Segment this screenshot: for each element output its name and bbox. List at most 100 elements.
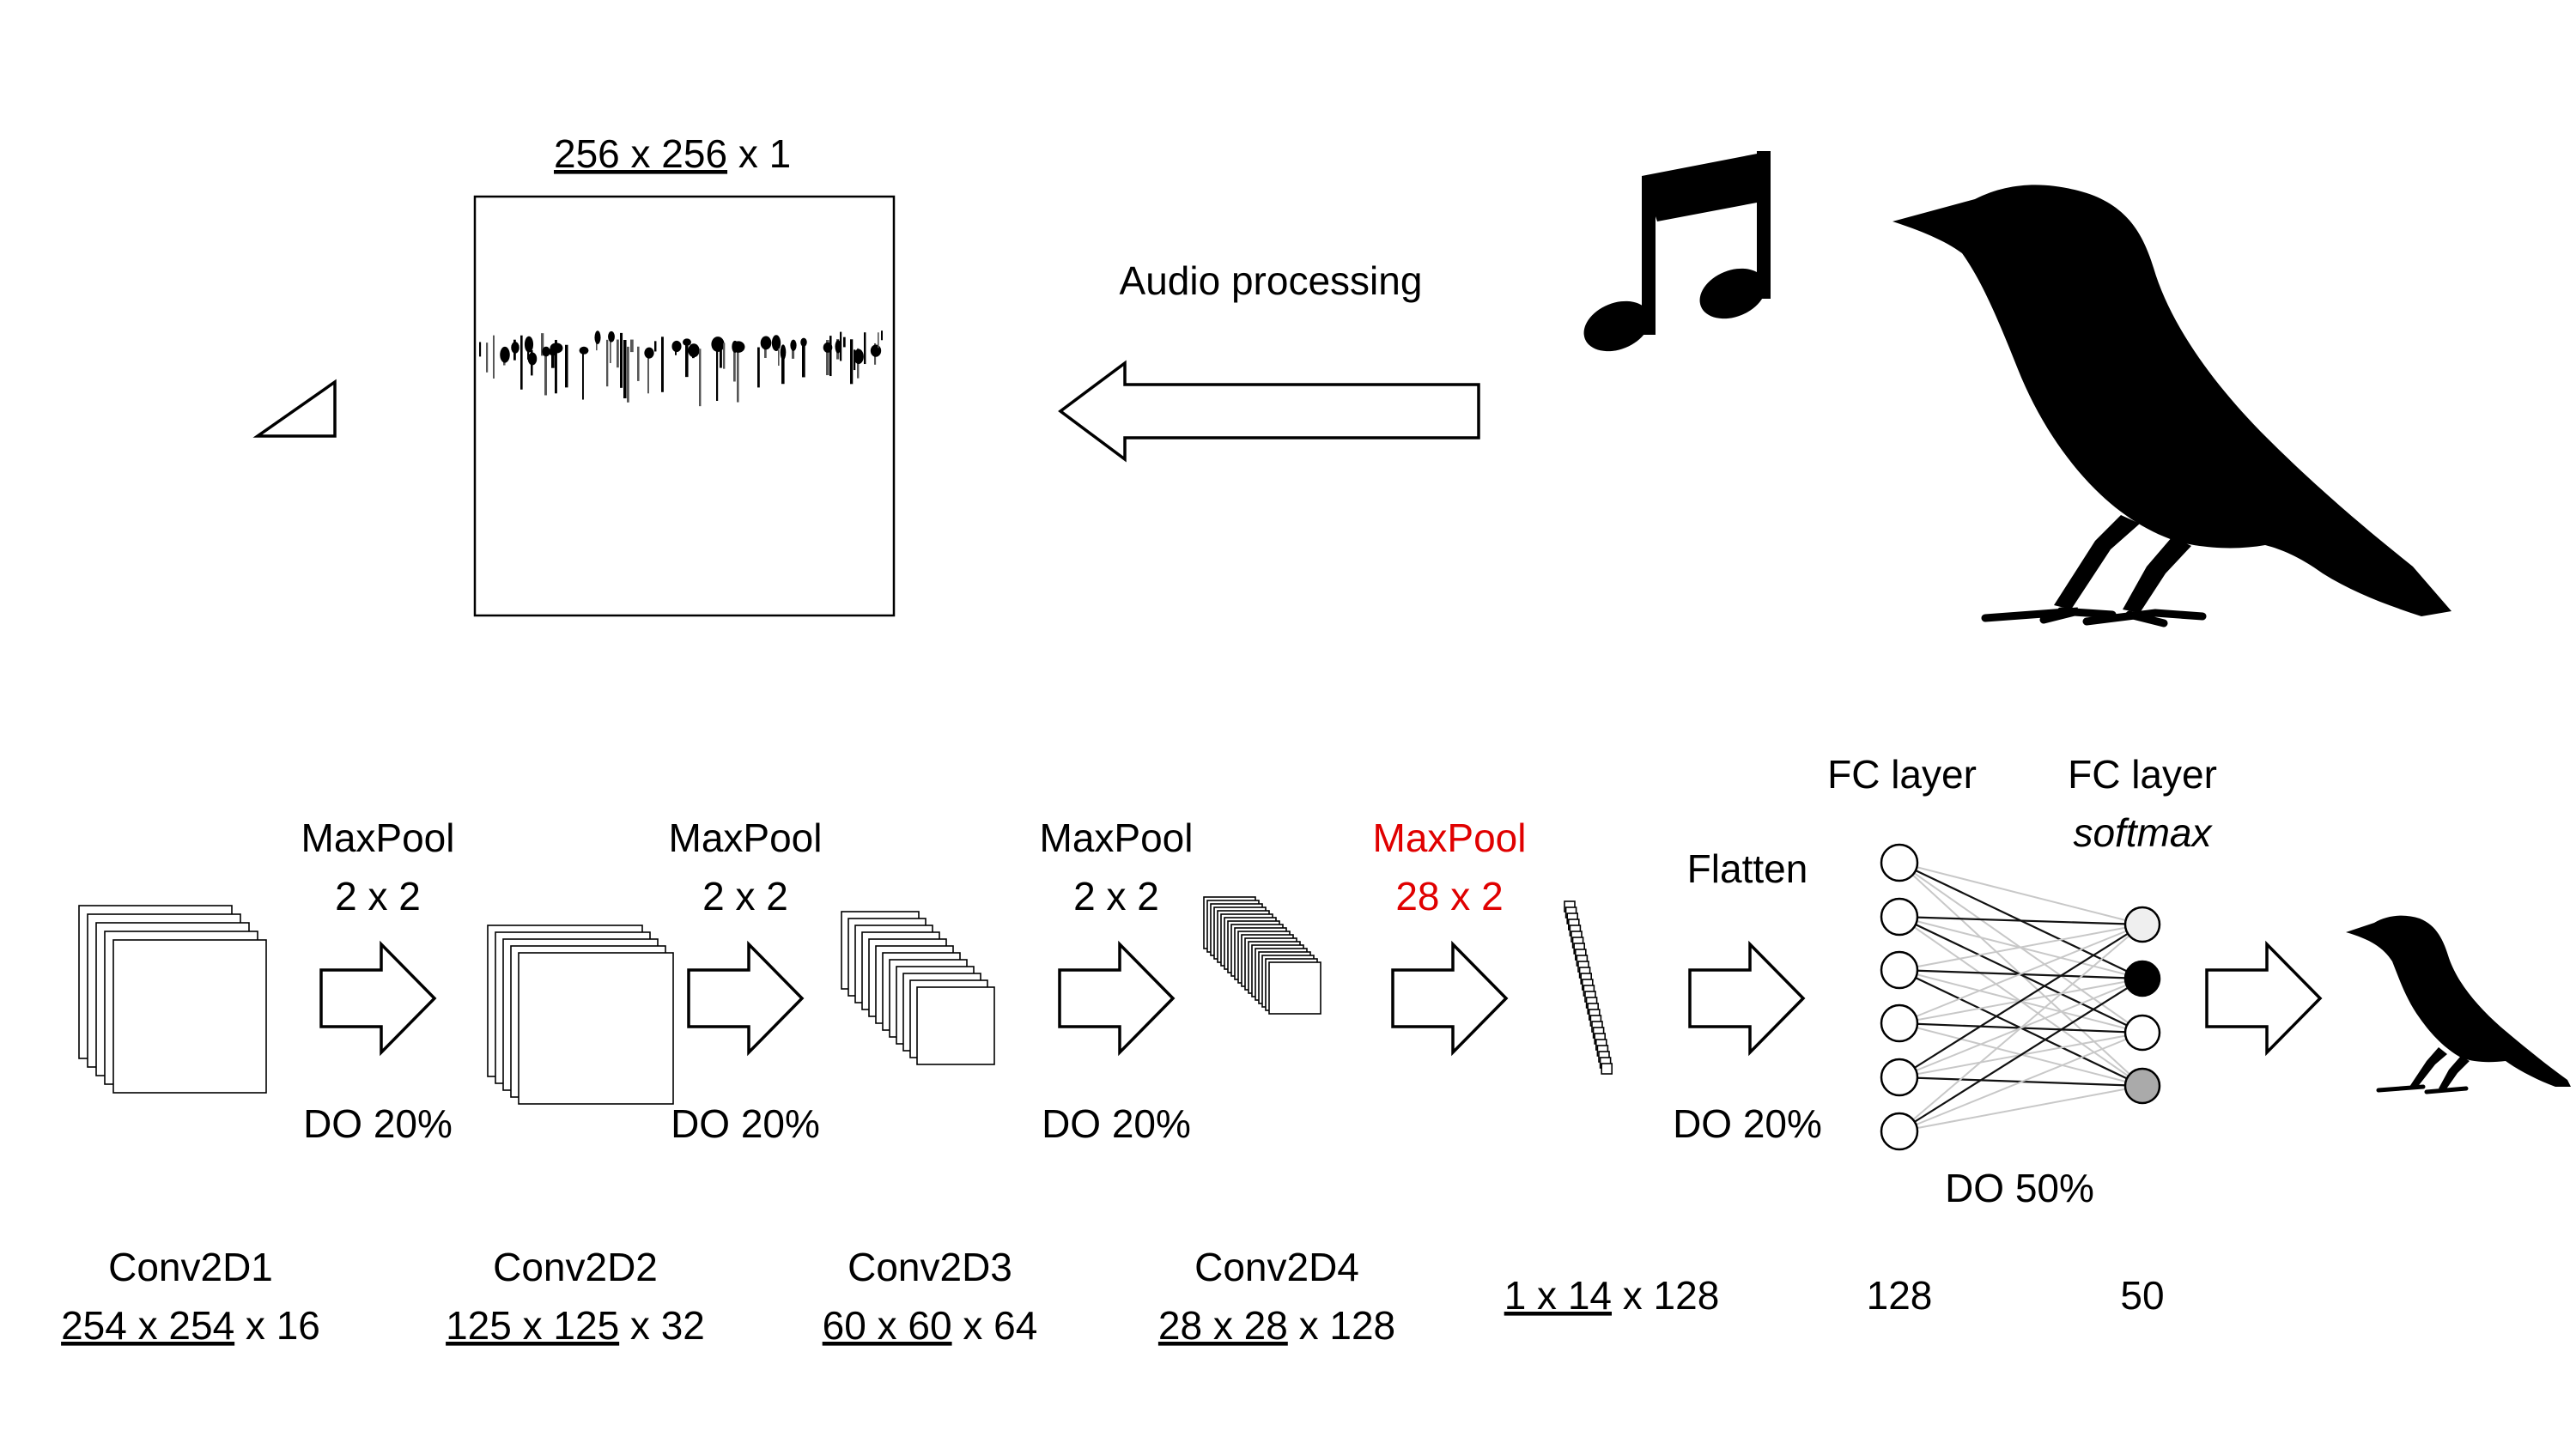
fc1-node (1880, 1112, 1919, 1151)
stage1-pool-size: 2 x 2 (335, 874, 421, 919)
spectrogram-blob (683, 338, 691, 346)
fc-edge (1899, 924, 2143, 1132)
feature-map (916, 986, 995, 1065)
spectrogram-marks (479, 330, 884, 407)
stage3-name: Conv2D3 (848, 1245, 1012, 1289)
flatten-arrow (1688, 940, 1806, 1057)
spectrogram-blob (854, 349, 864, 365)
spectrogram-mark (685, 339, 689, 378)
spectrogram-blob (732, 341, 745, 353)
fc-edge (1899, 1085, 2143, 1132)
stage3-dims: 60 x 60 x 64 (823, 1303, 1038, 1348)
fc2-label: FC layer (2068, 752, 2217, 797)
fc2-units: 50 (2120, 1273, 2164, 1318)
conv2d2-feature-maps (487, 925, 674, 1105)
spectrogram-mark (720, 344, 722, 368)
fc-edge (1899, 1032, 2143, 1132)
stage1-dropout: DO 20% (303, 1101, 453, 1146)
spectrogram-blob (790, 339, 797, 351)
stage4-pool-size: 28 x 2 (1395, 874, 1503, 919)
fc-nodes (1880, 843, 2161, 1151)
spectrogram-mark (555, 339, 557, 394)
spectrogram-blob (870, 344, 882, 357)
stage4-dims: 28 x 28 x 128 (1158, 1303, 1395, 1348)
spectrogram-mark (843, 336, 846, 348)
spectrogram-blob (608, 330, 615, 343)
fc2-activation: softmax (2073, 810, 2213, 855)
spectrogram-blob (550, 343, 563, 354)
fc-edge (1899, 915, 2143, 926)
spectrogram-mark (781, 346, 785, 385)
spectrogram-mark (630, 339, 634, 353)
spectrogram-blob (835, 340, 841, 354)
stage2-pool-size: 2 x 2 (702, 874, 788, 919)
spectrogram-mark (544, 348, 548, 396)
fc-connections (1899, 862, 2143, 1132)
spectrogram-mark (850, 339, 854, 385)
fc-edge (1899, 978, 2143, 1132)
fc1-node (1880, 1058, 1919, 1097)
spectrogram-mark (878, 332, 879, 349)
stage4-pool-label: MaxPool (1373, 815, 1527, 860)
spectrogram-mark (565, 344, 568, 388)
spectrogram-mark (541, 333, 544, 356)
stage2-pool-label: MaxPool (669, 815, 823, 860)
fc2-node (2123, 1014, 2161, 1052)
audio-processing-arrow (1058, 360, 1480, 463)
feature-map (1601, 1063, 1613, 1075)
flatten-dropout: DO 20% (1673, 1101, 1822, 1146)
stage2-dims: 125 x 125 x 32 (446, 1303, 705, 1348)
fc-edge (1899, 924, 2143, 971)
spectrogram-blob (594, 330, 601, 344)
spectrogram (473, 195, 896, 617)
spectrogram-blob (500, 346, 510, 363)
spectrogram-mark (737, 346, 739, 403)
stage1-arrow (319, 940, 437, 1057)
flatten-label: Flatten (1687, 846, 1808, 891)
fc2-node (2123, 906, 2161, 943)
spectrogram-blob (671, 340, 682, 353)
spectrogram-blob (771, 335, 781, 352)
flatten-dims: 1 x 14 x 128 (1504, 1273, 1720, 1318)
spectrogram-mark (757, 347, 760, 388)
spectrogram-mark (881, 330, 884, 341)
spectrogram-blob (760, 336, 772, 350)
stage3-arrow (1058, 940, 1176, 1057)
music-notes-icon (1583, 151, 1771, 352)
fc1-node (1880, 843, 1919, 882)
feature-map (1268, 961, 1321, 1015)
fc1-node (1880, 1003, 1919, 1043)
feature-map (518, 952, 674, 1105)
spectrogram-mark (551, 345, 555, 368)
fc-edge (1899, 924, 2143, 1078)
fc-edge (1899, 862, 2143, 925)
stage1-name: Conv2D1 (108, 1245, 273, 1289)
audio-processing-label: Audio processing (1120, 258, 1423, 303)
stage2-arrow (687, 940, 805, 1057)
spectrogram-mark (716, 343, 719, 402)
stage3-dropout: DO 20% (1042, 1101, 1191, 1146)
spectrogram-mark (493, 335, 495, 379)
stage2-name: Conv2D2 (493, 1245, 658, 1289)
spectrogram-mark (699, 349, 702, 407)
spectrogram-mark (778, 348, 780, 367)
spectrogram-mark (802, 341, 805, 378)
stage4-arrow (1391, 940, 1509, 1057)
spectrogram-blob (800, 337, 807, 347)
stage2-dropout: DO 20% (671, 1101, 820, 1146)
spectrogram-mark (617, 339, 619, 368)
crow-output-icon (2346, 915, 2571, 1094)
spectrogram-mark (610, 336, 611, 363)
spectrogram-mark (479, 342, 482, 357)
spectrogram-blob (542, 346, 550, 357)
stage3-pool-size: 2 x 2 (1073, 874, 1159, 919)
fc1-label: FC layer (1827, 752, 1977, 797)
crow-icon (1893, 185, 2451, 627)
spectrogram-blob (511, 342, 519, 354)
flatten-feature-vector (1564, 900, 1613, 1075)
spectrogram-mark (723, 343, 726, 369)
spectrogram-mark (520, 335, 523, 390)
fc-dropout: DO 50% (1945, 1166, 2094, 1210)
bent-down-arrow (252, 379, 337, 438)
